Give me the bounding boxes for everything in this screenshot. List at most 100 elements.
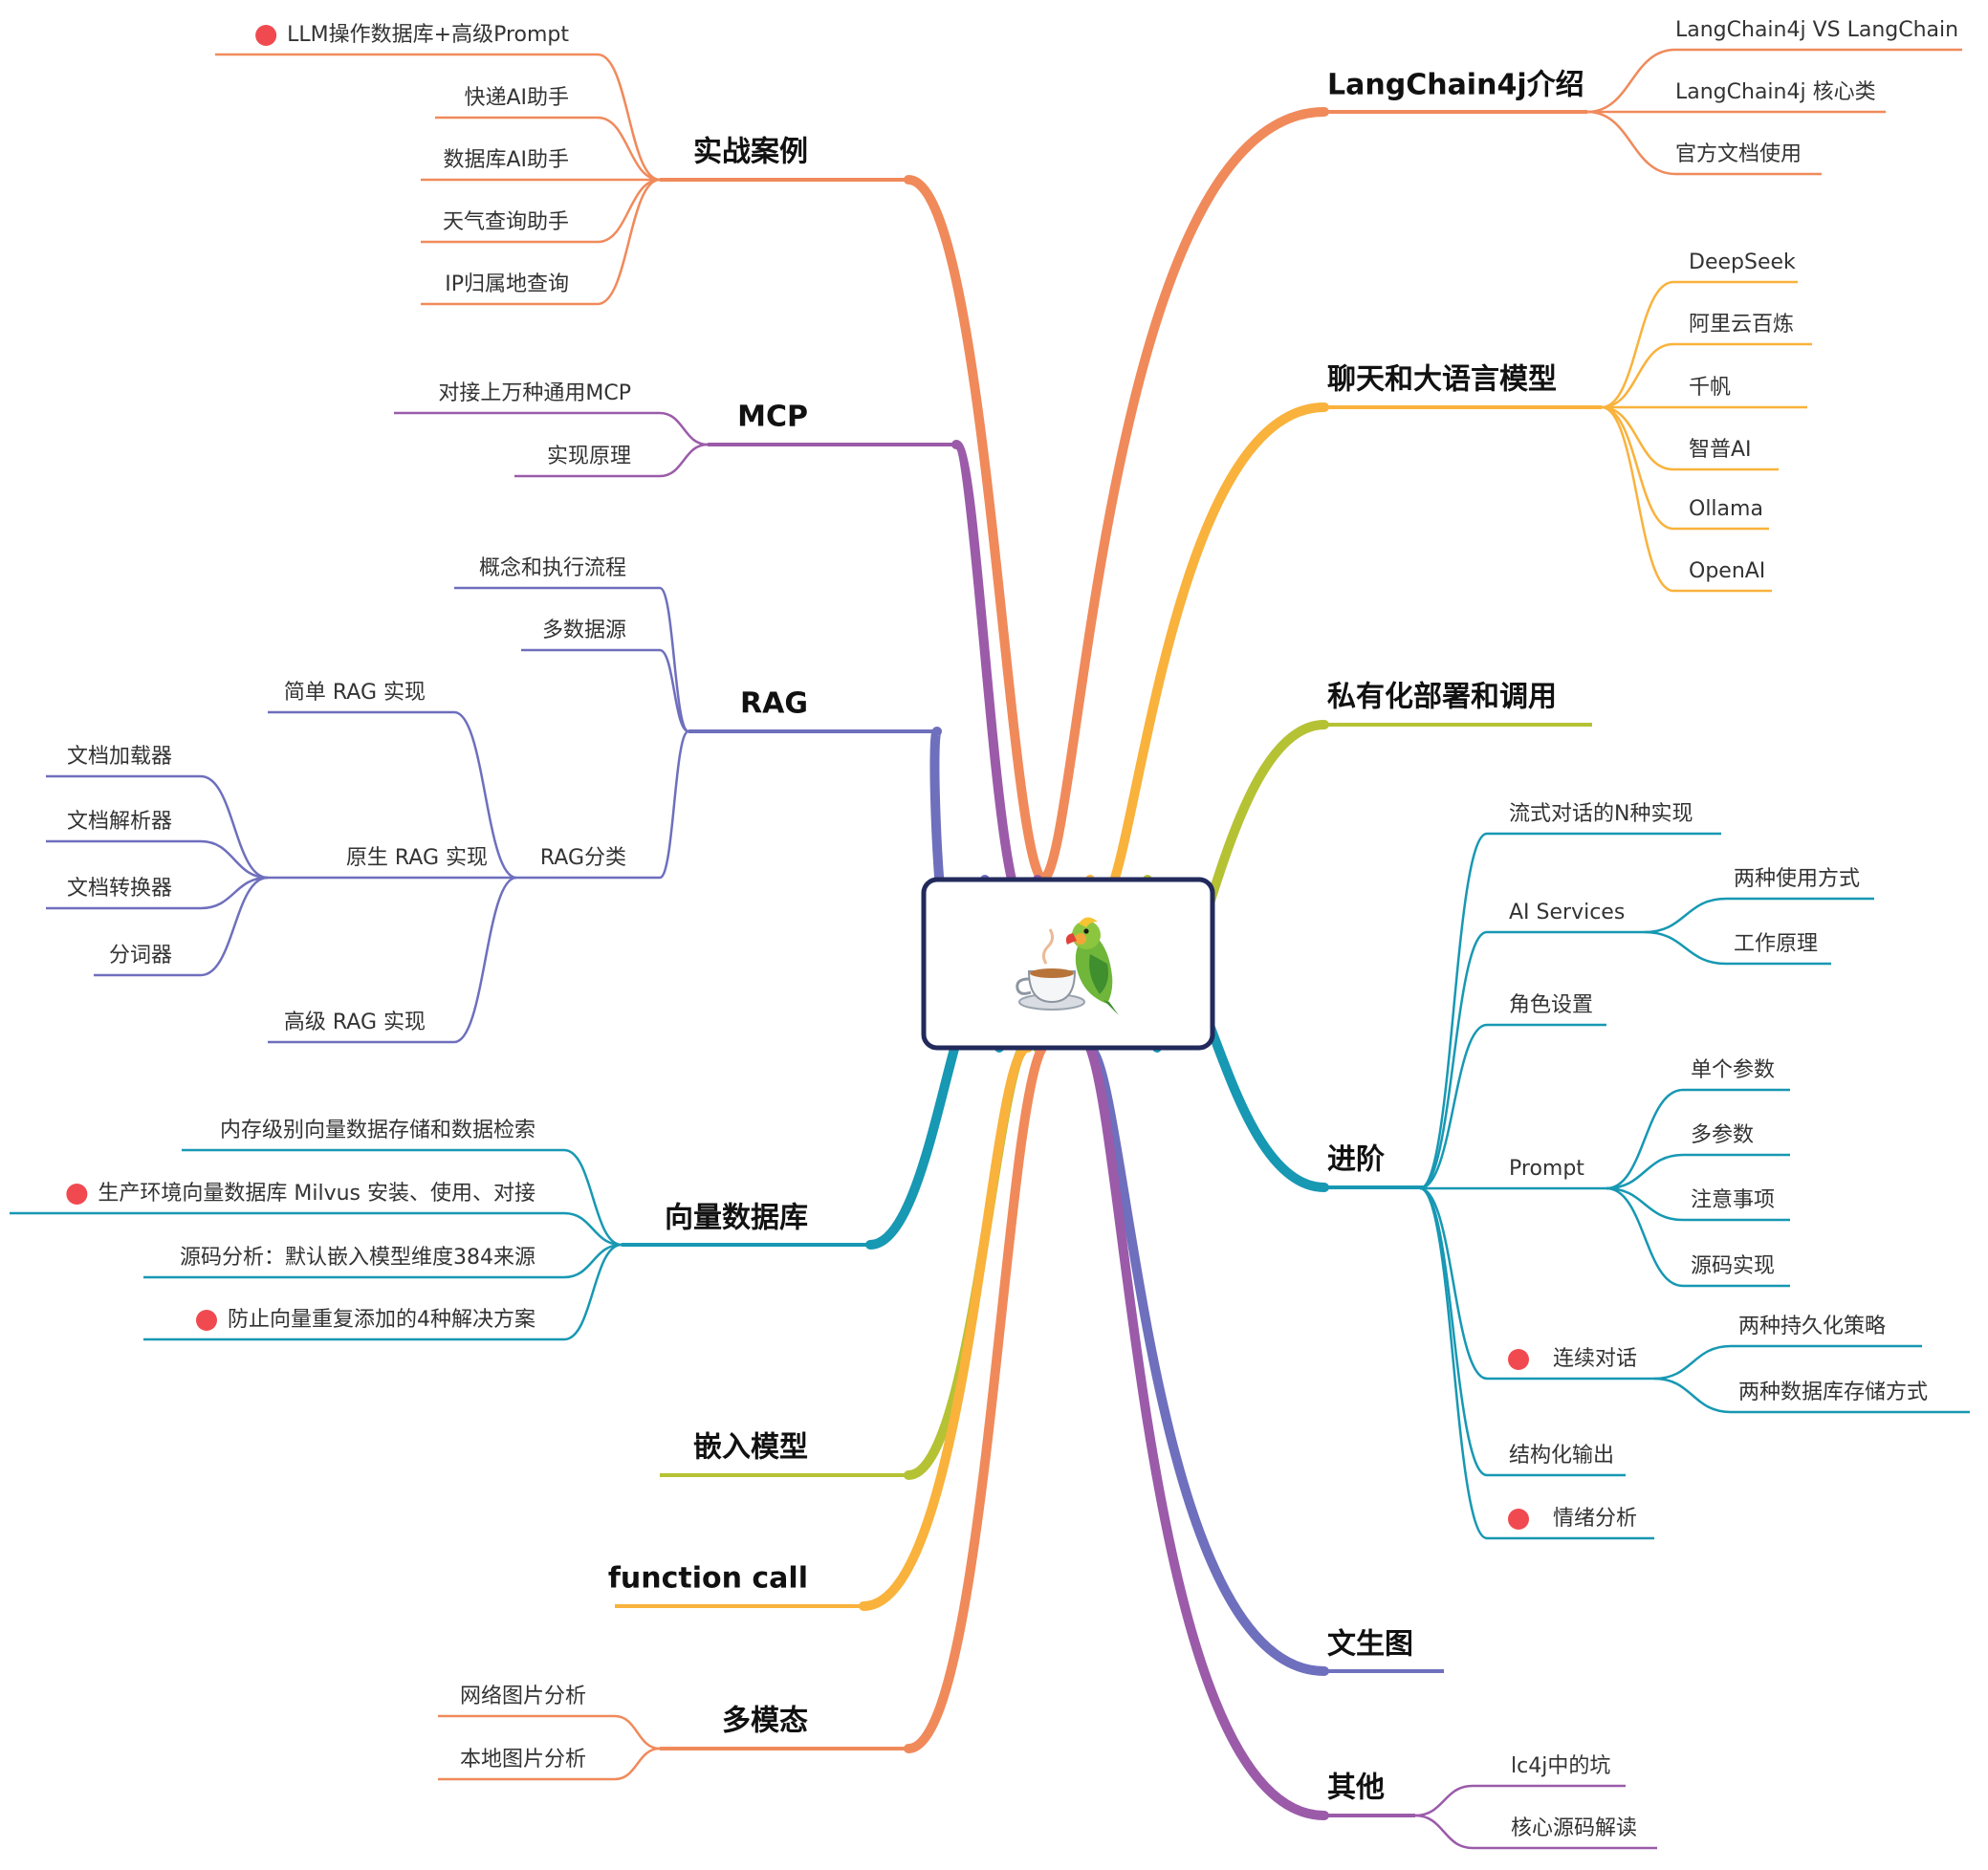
edge-advanced-1-0 xyxy=(1644,897,1727,934)
topic-intro-2[interactable]: 官方文档使用 xyxy=(1675,142,1802,166)
edge-advanced-3-2 xyxy=(1606,1186,1684,1222)
topic-others-0[interactable]: lc4j中的坑 xyxy=(1511,1754,1610,1778)
topic-rag-1[interactable]: 多数据源 xyxy=(542,619,626,642)
topic-advanced-4[interactable]: 连续对话 xyxy=(1553,1347,1637,1371)
branch-vector-db[interactable]: 向量数据库 xyxy=(665,1202,808,1235)
parrot-teacup-icon xyxy=(1016,917,1119,1015)
topic-vector-db-3[interactable]: 防止向量重复添加的4种解决方案 xyxy=(228,1308,535,1332)
edge-advanced-1 xyxy=(1419,930,1488,1190)
topic-advanced-3-1[interactable]: 多参数 xyxy=(1691,1123,1754,1147)
edge-chat-models-1 xyxy=(1601,342,1674,409)
topic-mcp-1[interactable]: 实现原理 xyxy=(547,445,631,468)
topic-multimodal-0[interactable]: 网络图片分析 xyxy=(460,1685,586,1708)
topic-intro-1[interactable]: LangChain4j 核心类 xyxy=(1675,80,1876,104)
main-edge-text-to-image xyxy=(1085,1043,1329,1676)
topic-advanced-4-1[interactable]: 两种数据库存储方式 xyxy=(1738,1381,1928,1404)
topic-rag-doc-2[interactable]: 文档转换器 xyxy=(67,877,172,901)
topic-vector-db-1[interactable]: 生产环境向量数据库 Milvus 安装、使用、对接 xyxy=(98,1182,535,1206)
topic-cases-3[interactable]: 天气查询助手 xyxy=(443,210,569,234)
topic-intro-0[interactable]: LangChain4j VS LangChain xyxy=(1675,18,1958,42)
edge-advanced-4-1 xyxy=(1653,1377,1732,1414)
edge-rag-1 xyxy=(659,648,689,733)
edge-multimodal-0 xyxy=(614,1714,661,1750)
topic-chat-models-1[interactable]: 阿里云百炼 xyxy=(1689,313,1794,337)
priority-marker-icon xyxy=(196,1310,217,1331)
main-edge-cases xyxy=(904,175,1052,885)
edge-advanced-2 xyxy=(1419,1023,1488,1190)
branch-embedding[interactable]: 嵌入模型 xyxy=(693,1431,808,1465)
topic-vector-db-0[interactable]: 内存级别向量数据存储和数据检索 xyxy=(220,1119,535,1142)
topic-cases-0[interactable]: LLM操作数据库+高级Prompt xyxy=(287,23,569,47)
topic-cases-2[interactable]: 数据库AI助手 xyxy=(443,148,569,172)
topic-rag-category[interactable]: RAG分类 xyxy=(540,846,626,870)
topic-advanced-3-0[interactable]: 单个参数 xyxy=(1691,1058,1775,1082)
branch-multimodal[interactable]: 多模态 xyxy=(722,1705,808,1738)
topic-multimodal-1[interactable]: 本地图片分析 xyxy=(460,1748,586,1772)
branch-advanced[interactable]: 进阶 xyxy=(1327,1143,1385,1177)
topic-advanced-5[interactable]: 结构化输出 xyxy=(1509,1444,1614,1468)
branch-chat-models[interactable]: 聊天和大语言模型 xyxy=(1327,363,1557,397)
topic-rag-doc-1[interactable]: 文档解析器 xyxy=(67,810,172,834)
topic-chat-models-3[interactable]: 智普AI xyxy=(1689,438,1752,462)
edge-advanced-4-0 xyxy=(1653,1344,1732,1381)
topic-advanced-1[interactable]: AI Services xyxy=(1509,901,1625,924)
edge-rag-kind-0 xyxy=(453,710,517,880)
edge-vector-db-1 xyxy=(563,1211,623,1247)
branch-rag[interactable]: RAG xyxy=(740,687,808,721)
branch-private-deploy[interactable]: 私有化部署和调用 xyxy=(1327,681,1557,714)
topic-advanced-4-0[interactable]: 两种持久化策略 xyxy=(1738,1315,1886,1338)
edge-cases-1 xyxy=(597,116,661,182)
branch-text-to-image[interactable]: 文生图 xyxy=(1327,1628,1413,1662)
main-edge-others xyxy=(1085,1043,1329,1820)
branch-intro[interactable]: LangChain4j介绍 xyxy=(1327,69,1584,102)
edge-vector-db-2 xyxy=(563,1243,623,1279)
branch-mcp[interactable]: MCP xyxy=(737,401,808,434)
topic-rag-doc-3[interactable]: 分词器 xyxy=(109,944,172,968)
topic-chat-models-0[interactable]: DeepSeek xyxy=(1689,250,1796,274)
topic-cases-1[interactable]: 快递AI助手 xyxy=(464,86,569,110)
topic-chat-models-2[interactable]: 千帆 xyxy=(1689,376,1731,400)
central-node-box[interactable] xyxy=(921,877,1215,1051)
topic-advanced-3-2[interactable]: 注意事项 xyxy=(1691,1188,1775,1212)
branch-function-call[interactable]: function call xyxy=(608,1562,808,1596)
topic-vector-db-2[interactable]: 源码分析：默认嵌入模型维度384来源 xyxy=(180,1246,535,1270)
topic-advanced-6[interactable]: 情绪分析 xyxy=(1553,1507,1637,1531)
topic-cases-4[interactable]: IP归属地查询 xyxy=(445,272,569,296)
edge-advanced-3-1 xyxy=(1606,1153,1684,1190)
edge-cases-3 xyxy=(597,178,661,244)
edge-chat-models-3 xyxy=(1601,405,1674,471)
topic-rag-0[interactable]: 概念和执行流程 xyxy=(479,556,626,580)
topic-rag-kind-2[interactable]: 高级 RAG 实现 xyxy=(284,1011,426,1034)
topic-advanced-3-3[interactable]: 源码实现 xyxy=(1691,1254,1775,1278)
edge-chat-models-5 xyxy=(1601,405,1674,593)
topic-rag-doc-0[interactable]: 文档加载器 xyxy=(67,745,172,769)
topic-rag-kind-1[interactable]: 原生 RAG 实现 xyxy=(346,846,488,870)
topic-chat-models-5[interactable]: OpenAI xyxy=(1689,559,1765,583)
parrot-eye-shape xyxy=(1083,928,1089,934)
edge-rag-doc-3 xyxy=(200,876,269,977)
branch-cases[interactable]: 实战案例 xyxy=(693,136,808,169)
edge-rag-0 xyxy=(659,586,689,733)
main-edge-embedding xyxy=(904,1035,1042,1480)
topic-nodes: LangChain4j介绍 LangChain4j VS LangChainLan… xyxy=(66,18,1958,1840)
edge-advanced-3-3 xyxy=(1606,1186,1684,1288)
topic-advanced-1-1[interactable]: 工作原理 xyxy=(1734,932,1818,956)
branch-others[interactable]: 其他 xyxy=(1327,1772,1385,1805)
topic-mcp-0[interactable]: 对接上万种通用MCP xyxy=(438,381,631,405)
topic-rag-kind-0[interactable]: 简单 RAG 实现 xyxy=(284,681,426,705)
topic-chat-models-4[interactable]: Ollama xyxy=(1689,497,1763,521)
topic-advanced-3[interactable]: Prompt xyxy=(1509,1157,1584,1181)
topic-advanced-2[interactable]: 角色设置 xyxy=(1509,993,1593,1017)
edge-others-0 xyxy=(1414,1784,1474,1817)
topic-advanced-0[interactable]: 流式对话的N种实现 xyxy=(1509,802,1693,826)
topic-advanced-1-0[interactable]: 两种使用方式 xyxy=(1734,867,1860,891)
cup-shape xyxy=(1027,970,1077,1004)
edge-vector-db-0 xyxy=(563,1148,623,1247)
edge-cases-4 xyxy=(597,178,661,306)
sub-branch-edges xyxy=(10,48,1970,1850)
edge-advanced-0 xyxy=(1419,832,1488,1190)
topic-others-1[interactable]: 核心源码解读 xyxy=(1511,1816,1637,1840)
priority-marker-icon xyxy=(1508,1509,1529,1530)
central-node[interactable] xyxy=(921,877,1215,1051)
